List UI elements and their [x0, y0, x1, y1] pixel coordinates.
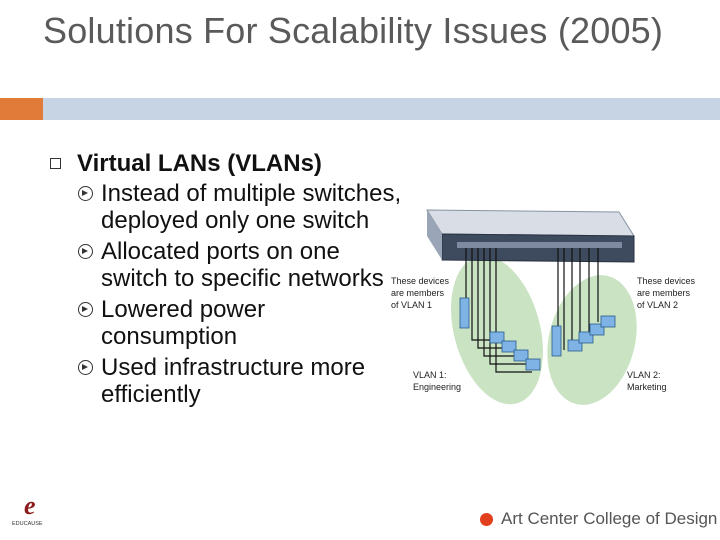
vlan2-devices [551, 315, 616, 357]
vlan1-area [451, 255, 543, 405]
vlan1-devices [459, 297, 541, 371]
right-note: These devices are members of VLAN 2 [637, 276, 698, 310]
sub-bullet-text: Instead of multiple switches, deployed o… [101, 180, 402, 234]
title-rule-bar [43, 98, 720, 120]
educause-logo: e EDUCAUSE [12, 492, 43, 527]
sub-bullet-text: Allocated ports on one switch to specifi… [101, 238, 384, 292]
vlan1-label: VLAN 1: Engineering [413, 370, 461, 392]
sub-bullet: Allocated ports on one switch to specifi… [76, 238, 405, 292]
sub-bullet-text: Lowered power consumption [101, 296, 266, 350]
vlan2-cables [557, 248, 599, 350]
left-note: These devices are members of VLAN 1 [391, 276, 452, 310]
circle-arrow-bullet-icon [78, 244, 93, 259]
circle-arrow-bullet-icon [78, 360, 93, 375]
square-bullet-icon [50, 158, 61, 169]
switch-icon [426, 209, 635, 263]
vlan-switch-diagram: These devices are members of VLAN 1 Thes… [391, 209, 698, 405]
sub-bullet-text: Used infrastructure more efficiently [101, 354, 366, 408]
sub-bullet: Lowered power consumption [76, 296, 405, 350]
vlan2-label: VLAN 2: Marketing [627, 370, 667, 392]
sub-bullet: Instead of multiple switches, deployed o… [76, 180, 405, 234]
title-accent-bar [0, 98, 43, 120]
sub-bullet-list: Instead of multiple switches, deployed o… [76, 180, 405, 408]
bullet-vlans: Virtual LANs (VLANs) [45, 150, 405, 178]
svg-text:e: e [24, 492, 36, 520]
brand-name: Art Center College of Design [501, 509, 718, 528]
footer-brand: Art Center College of Design [480, 509, 717, 529]
svg-text:EDUCAUSE: EDUCAUSE [12, 521, 43, 527]
sub-bullet: Used infrastructure more efficiently [76, 354, 405, 408]
bullet-text: Virtual LANs (VLANs) [77, 150, 322, 177]
brand-dot-icon [480, 512, 493, 526]
slide-title: Solutions For Scalability Issues (2005) [43, 10, 664, 51]
circle-arrow-bullet-icon [78, 302, 93, 317]
circle-arrow-bullet-icon [78, 186, 93, 201]
slide-body: Virtual LANs (VLANs) Instead of multiple… [45, 150, 405, 412]
vlan1-cables [465, 248, 532, 373]
